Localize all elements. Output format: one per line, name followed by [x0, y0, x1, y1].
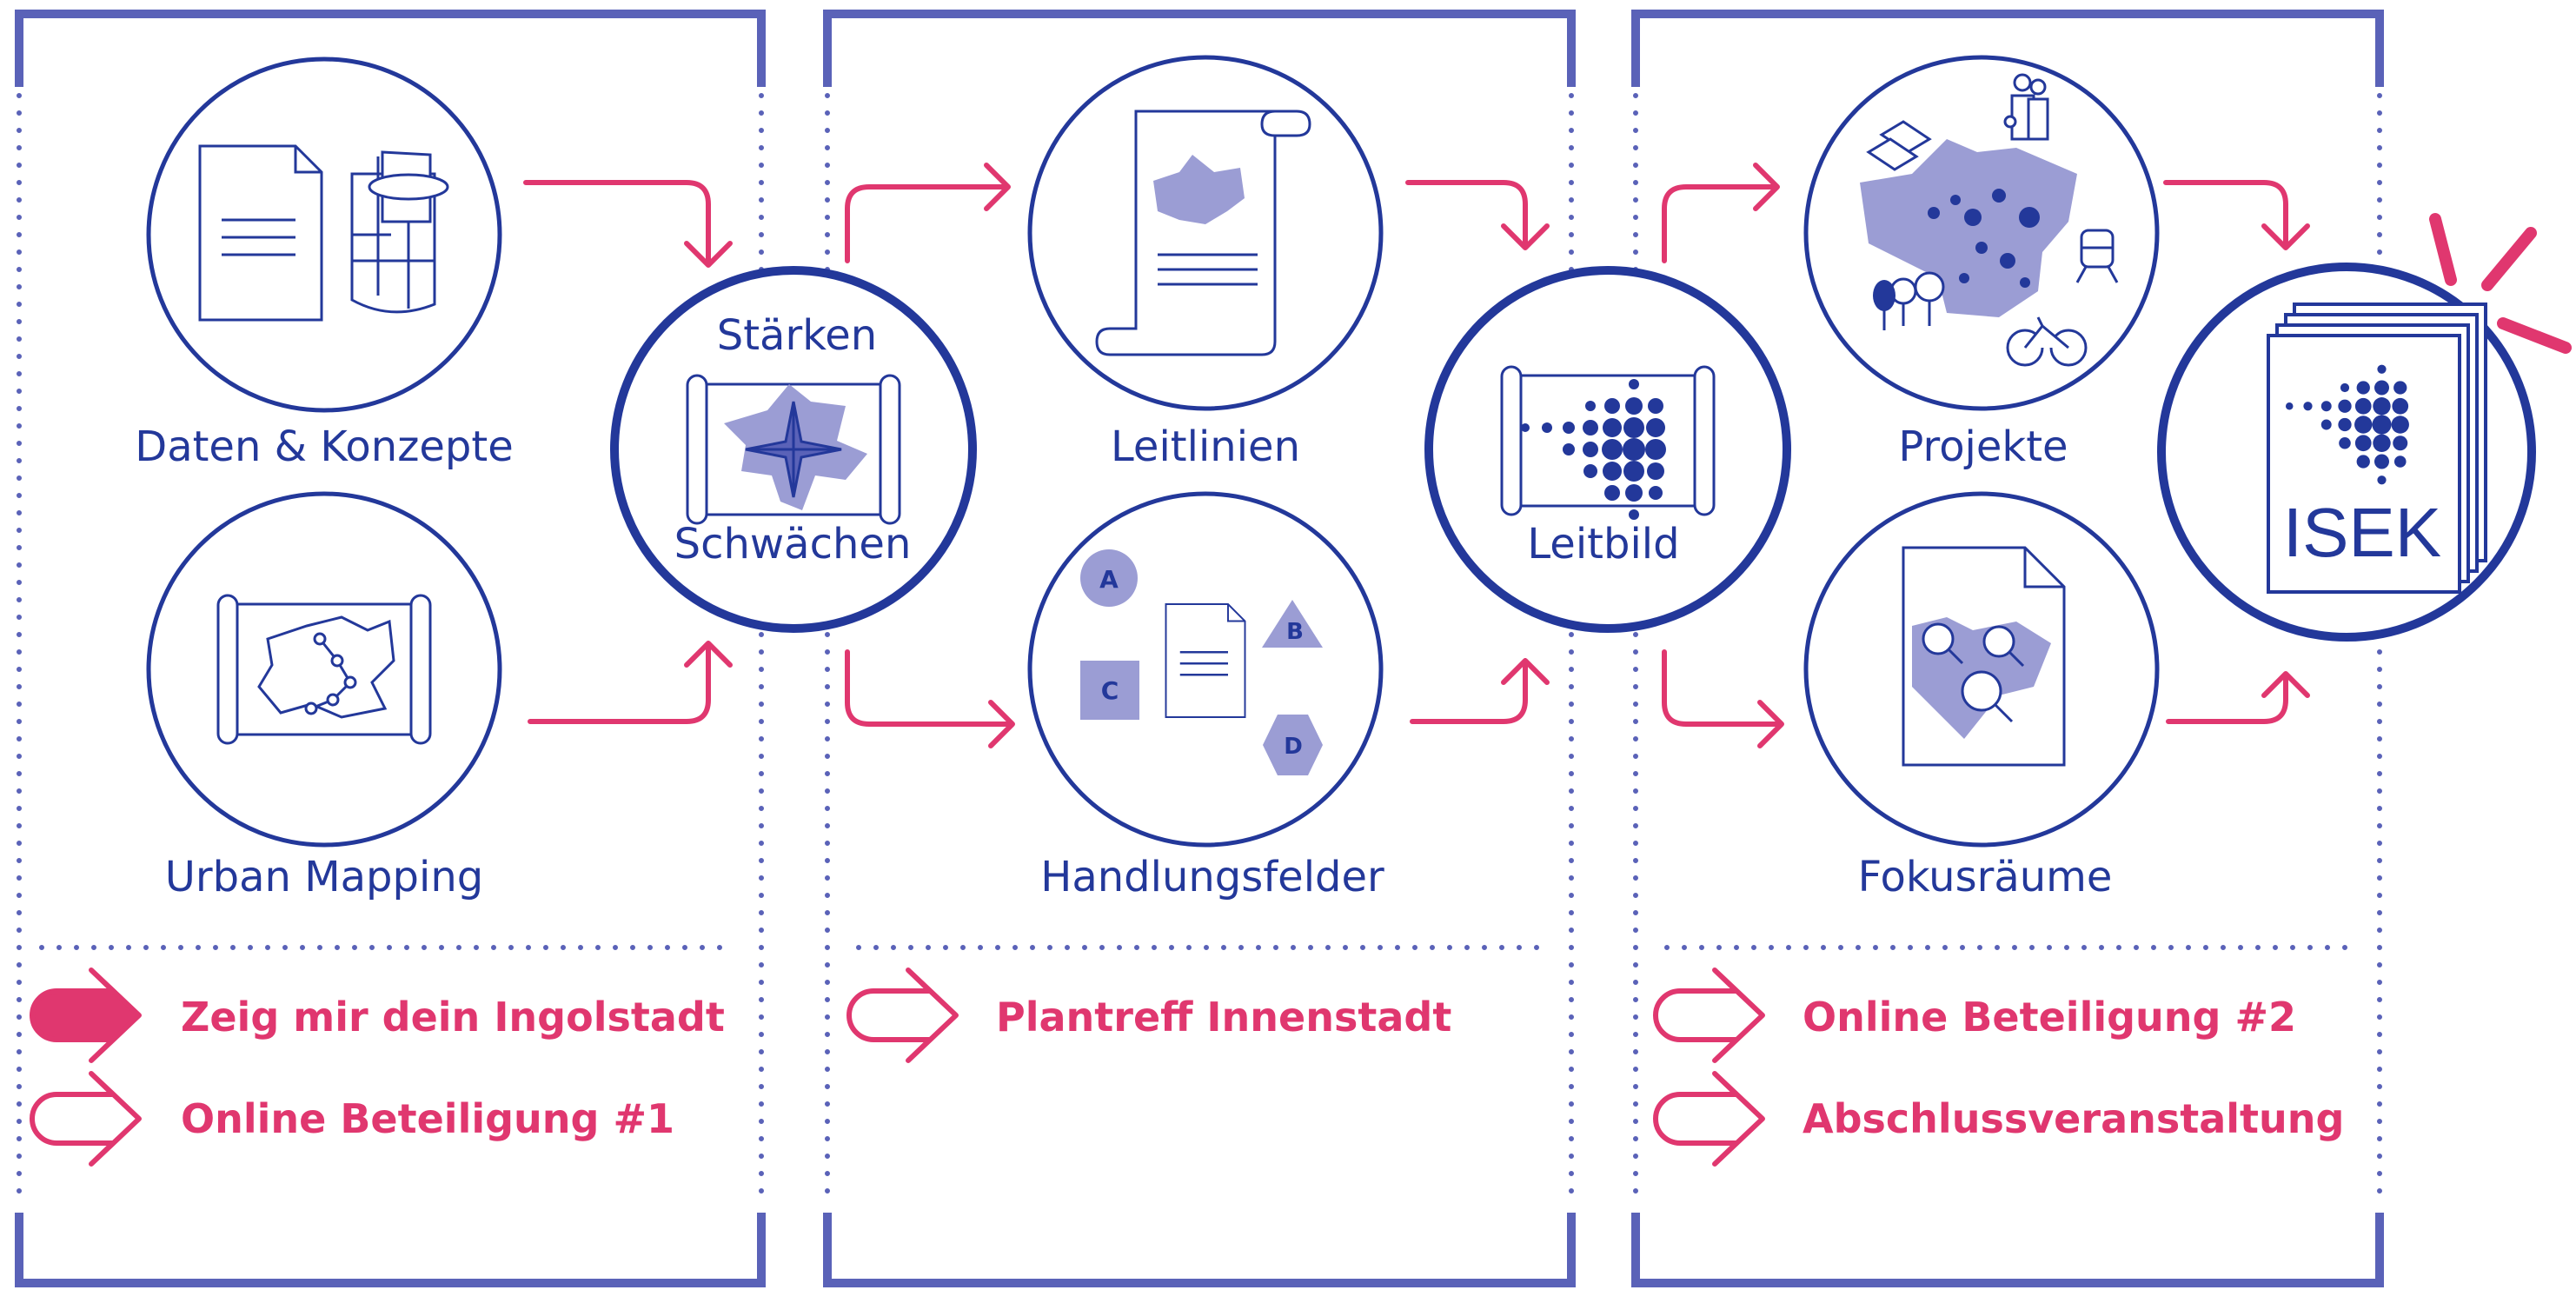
participation-phase-1: Zeig mir dein Ingolstadt Online Beteilig… — [32, 970, 725, 1164]
projekte-label: Projekte — [1898, 422, 2068, 471]
mission-scroll-icon — [1500, 365, 1716, 520]
staerken-label: Stärken — [717, 311, 877, 360]
handlungsfelder-label: Handlungsfelder — [1040, 853, 1384, 901]
daten-konzepte-label: Daten & Konzepte — [135, 422, 514, 471]
leitlinien-step: Leitlinien — [1027, 55, 1384, 471]
isek-final-step: ISEK — [2157, 213, 2572, 642]
leitbild-label: Leitbild — [1527, 520, 1679, 569]
outline-arrow-icon — [32, 1074, 139, 1164]
event-abschlussveranstaltung: Abschlussveranstaltung — [1803, 1095, 2344, 1142]
svg-text:A: A — [1099, 565, 1119, 594]
compass-map-scroll-icon — [686, 374, 901, 525]
event-plantreff-innenstadt: Plantreff Innenstadt — [996, 994, 1451, 1041]
phase-2-frame — [823, 10, 1576, 1287]
field-a-badge: A — [1080, 549, 1138, 607]
flow-arrows — [523, 163, 2310, 748]
leitbild-step: Leitbild — [1424, 266, 1791, 633]
focus-area-document-icon — [1902, 546, 2066, 767]
field-d-badge: D — [1263, 715, 1323, 775]
leitlinien-label: Leitlinien — [1111, 422, 1300, 471]
outline-arrow-icon — [1656, 970, 1763, 1061]
schwaechen-label: Schwächen — [674, 520, 912, 569]
svg-text:D: D — [1284, 734, 1303, 760]
document-icon — [1165, 603, 1246, 718]
solid-arrow-icon — [32, 970, 139, 1061]
fokusraeume-label: Fokusräume — [1858, 853, 2113, 901]
event-online-beteiligung-2: Online Beteiligung #2 — [1803, 994, 2296, 1041]
projects-map-icon — [1860, 73, 2119, 367]
outline-arrow-icon — [1656, 1074, 1763, 1164]
data-cylinders-icon — [350, 150, 449, 314]
event-online-beteiligung-1: Online Beteiligung #1 — [181, 1095, 674, 1142]
guideline-scroll-icon — [1095, 110, 1311, 356]
phase-1-frame — [15, 10, 766, 1287]
staerken-schwaechen-step: Stärken Schwächen — [610, 266, 977, 633]
city-map-scroll-icon — [216, 594, 432, 745]
fokusraeume-step: Fokusräume — [1803, 491, 2160, 901]
participation-phase-2: Plantreff Innenstadt — [849, 970, 1451, 1061]
daten-konzepte-step: Daten & Konzepte — [135, 57, 514, 471]
svg-text:C: C — [1101, 676, 1119, 705]
handlungsfelder-step: A B C D Handlungsfelder — [1027, 491, 1384, 901]
urban-mapping-step: Urban Mapping — [146, 491, 502, 901]
field-b-badge: B — [1262, 600, 1323, 648]
participation-phase-3: Online Beteiligung #2 Abschlussveranstal… — [1656, 970, 2344, 1164]
field-c-badge: C — [1080, 661, 1139, 720]
isek-label: ISEK — [2283, 494, 2441, 571]
phase-3-frame — [1631, 10, 2384, 1287]
highlight-marks — [2429, 213, 2572, 354]
svg-text:B: B — [1286, 619, 1304, 645]
document-icon — [198, 144, 323, 322]
projekte-step: Projekte — [1803, 55, 2160, 471]
dotted-dividers — [17, 93, 2382, 1211]
outline-arrow-icon — [849, 970, 956, 1061]
urban-mapping-label: Urban Mapping — [165, 853, 483, 901]
event-zeig-mir-dein-ingolstadt: Zeig mir dein Ingolstadt — [181, 994, 725, 1041]
